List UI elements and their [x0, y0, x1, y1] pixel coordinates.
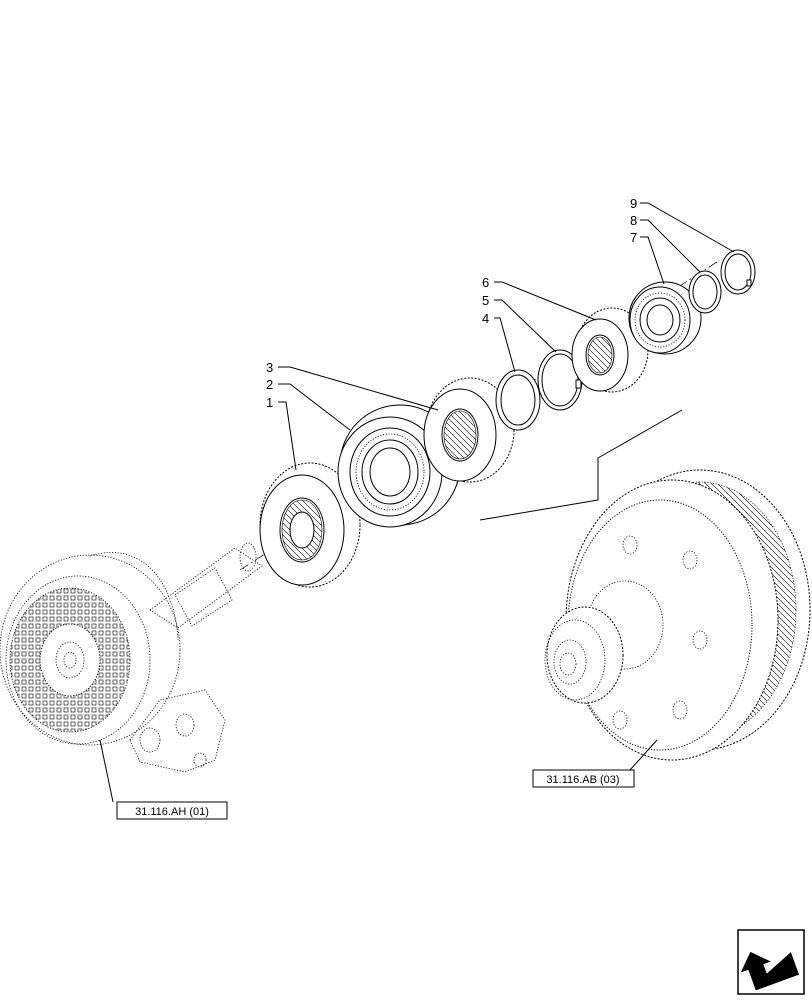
callout-7: 7: [630, 230, 637, 245]
callout-4: 4: [482, 311, 489, 326]
callout-2: 2: [266, 377, 273, 392]
callout-3: 3: [266, 360, 273, 375]
part-6-pinion-gear: [571, 307, 649, 393]
part-5-snap-ring: [537, 349, 583, 411]
callout-8: 8: [630, 213, 637, 228]
reference-left-label: 31.116.AH (01): [135, 806, 209, 818]
left-planetary-assembly: [0, 542, 263, 773]
part-3-gear: [423, 377, 515, 483]
reference-box-right[interactable]: 31.116.AB (03): [532, 769, 635, 788]
part-9-snap-ring: [720, 249, 756, 295]
right-differential-assembly: [479, 409, 811, 761]
callout-1: 1: [266, 395, 273, 410]
part-7-bearing: [628, 281, 702, 355]
part-4-ring: [495, 369, 541, 431]
reference-right-label: 31.116.AB (03): [546, 774, 619, 786]
callout-5: 5: [482, 293, 489, 308]
reference-box-left[interactable]: 31.116.AH (01): [116, 801, 228, 820]
part-1-gear: [259, 462, 361, 588]
part-8-ring: [688, 270, 722, 314]
next-page-arrow-icon[interactable]: [735, 929, 805, 995]
callout-9: 9: [630, 196, 637, 211]
callout-6: 6: [482, 275, 489, 290]
leader-lines: [99, 202, 735, 803]
